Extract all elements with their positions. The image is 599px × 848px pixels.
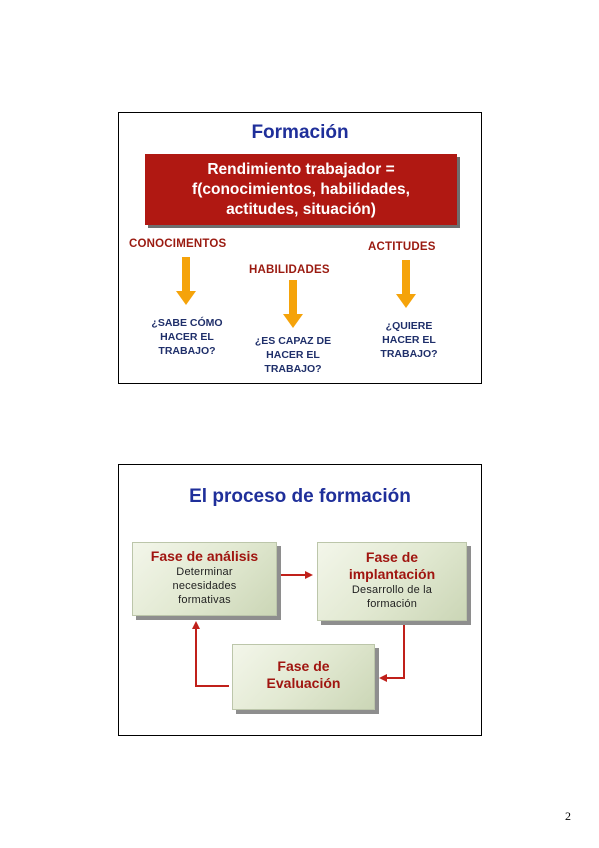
slide-proceso-formacion: El proceso de formación Fase de análisis… bbox=[118, 464, 482, 736]
label-actitudes: ACTITUDES bbox=[368, 241, 436, 253]
slide-formacion: Formación Rendimiento trabajador = f(con… bbox=[118, 112, 482, 384]
connector-implantacion-to-evaluacion bbox=[379, 625, 405, 682]
phase-description: Determinar necesidades formativas bbox=[172, 566, 237, 606]
question-sabe: ¿SABE CÓMO HACER EL TRABAJO? bbox=[151, 317, 223, 357]
connector-evaluacion-to-analisis bbox=[192, 621, 229, 687]
phase-title: Fase de Evaluación bbox=[266, 658, 341, 691]
phase-implantacion-box: Fase de implantación Desarrollo de la fo… bbox=[317, 542, 467, 621]
slide-title: Formación bbox=[251, 122, 349, 143]
down-arrow-icon bbox=[283, 280, 303, 328]
formula-banner: Rendimiento trabajador = f(conocimientos… bbox=[145, 154, 457, 225]
page-number: 2 bbox=[565, 809, 571, 823]
formula-line: actitudes, situación) bbox=[226, 201, 376, 218]
phase-analisis-box: Fase de análisis Determinar necesidades … bbox=[132, 542, 277, 616]
label-conocimientos: CONOCIMENTOS bbox=[129, 238, 227, 250]
cycle-connectors bbox=[192, 571, 405, 687]
question-quiere: ¿QUIERE HACER EL TRABAJO? bbox=[380, 320, 438, 360]
slide-title: El proceso de formación bbox=[189, 486, 411, 507]
label-habilidades: HABILIDADES bbox=[249, 264, 330, 276]
phase-evaluacion-box: Fase de Evaluación bbox=[232, 644, 375, 710]
formula-line: Rendimiento trabajador = bbox=[207, 161, 395, 178]
down-arrow-icon bbox=[396, 260, 416, 308]
formula-line: f(conocimientos, habilidades, bbox=[192, 181, 410, 198]
down-arrow-icon bbox=[176, 257, 196, 305]
phase-title: Fase de análisis bbox=[150, 548, 259, 564]
question-capaz: ¿ES CAPAZ DE HACER EL TRABAJO? bbox=[254, 335, 332, 375]
phase-description: Desarrollo de la formación bbox=[351, 584, 433, 610]
phase-title: Fase de implantación bbox=[348, 549, 436, 582]
